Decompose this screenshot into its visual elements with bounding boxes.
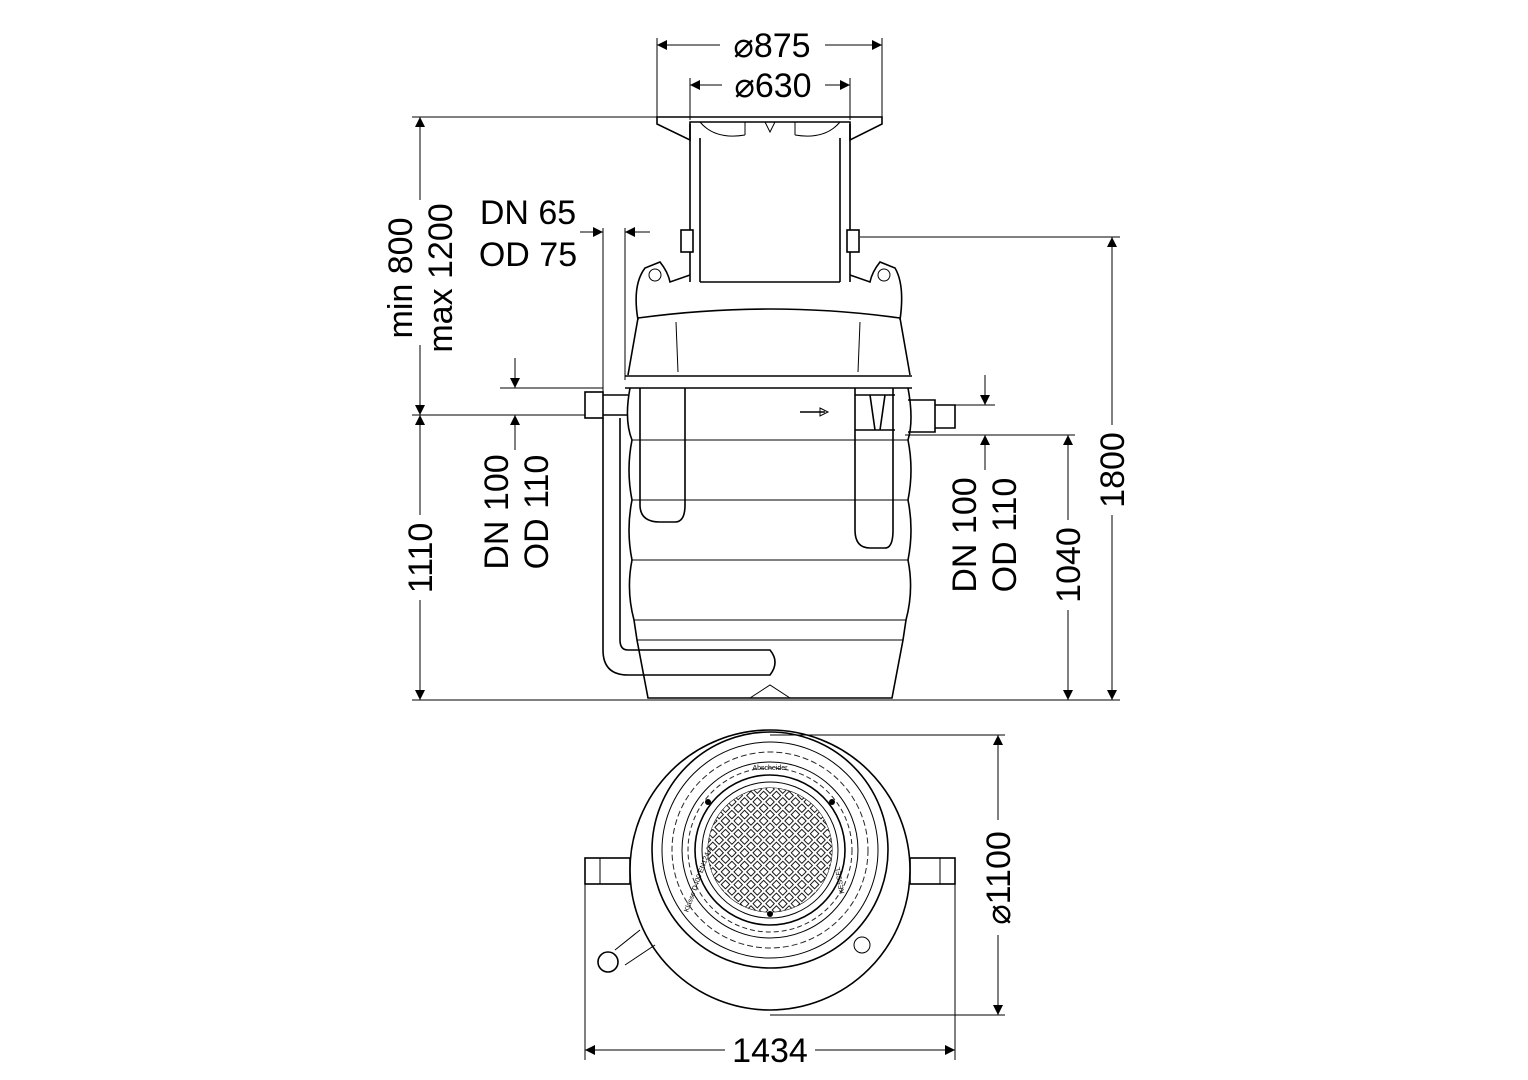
stub-socket-lines xyxy=(599,858,941,884)
lifting-eye-right xyxy=(877,268,891,282)
sample-port xyxy=(853,936,871,954)
dim-vent-od: OD 75 xyxy=(479,236,577,274)
cover-ring xyxy=(661,741,879,959)
cover-extension-lines xyxy=(656,38,883,120)
cover-slot-ring-outer xyxy=(671,751,869,949)
outlet-socket xyxy=(908,399,956,433)
dim-outlet-height: 1040 xyxy=(1050,527,1088,603)
inlet-stub-top xyxy=(584,857,631,885)
cover-ring-inner xyxy=(681,761,859,939)
tank-upper-ribs xyxy=(675,321,861,373)
dim-inlet-height: 1110 xyxy=(402,523,440,594)
tank-shoulder xyxy=(637,308,901,319)
lid-bolt-icon xyxy=(829,799,835,805)
tank-base-notch xyxy=(749,684,791,699)
top-view: Abscheider Klasse D400 EN124-2 KESSEL xyxy=(584,729,1005,1060)
riser-clamp-left xyxy=(680,229,694,253)
outlet-reference-lines xyxy=(905,404,1075,436)
grating-pattern xyxy=(708,788,832,912)
tank-flange xyxy=(625,375,912,389)
side-view xyxy=(584,116,956,699)
dim-outlet-dn: DN 100 xyxy=(946,477,984,592)
dim-outer-cover: ⌀875 xyxy=(733,27,810,65)
lid-inner-edge xyxy=(701,781,839,919)
riser-pipe xyxy=(689,124,851,283)
lid-bolt-icon xyxy=(767,911,773,917)
lid-bolt-icon xyxy=(705,799,711,805)
cover-label: Abscheider xyxy=(752,765,788,772)
lid-edge xyxy=(694,774,846,926)
outlet-baffle xyxy=(854,388,894,549)
horizontal-reference-lines xyxy=(412,116,1120,701)
dim-body-diameter: ⌀1100 xyxy=(980,831,1018,925)
dim-inlet-dn: DN 100 xyxy=(478,454,516,569)
inlet-baffle xyxy=(639,388,686,523)
riser-clamp-right xyxy=(846,229,860,253)
inlet-pipe xyxy=(603,394,628,416)
flow-arrow-icon xyxy=(819,407,830,417)
dimension-lines xyxy=(412,38,1120,701)
vent-pipe xyxy=(602,418,776,676)
dim-inlet-od: OD 110 xyxy=(518,455,556,570)
dimension-labels: ⌀875 ⌀630 min 800 max 1200 DN 65 OD 75 1… xyxy=(382,27,1132,1070)
dim-vent-dn: DN 65 xyxy=(480,194,576,232)
cover-brand: KESSEL xyxy=(835,866,847,894)
dim-inner-cover: ⌀630 xyxy=(734,67,811,105)
outlet-baffle-detail xyxy=(855,394,895,431)
tank-body-ribs xyxy=(632,439,908,641)
vent-pipe-top xyxy=(614,929,656,966)
cover-frame-detail xyxy=(699,121,841,137)
inlet-socket xyxy=(584,391,604,419)
cover-slot-ring-inner xyxy=(687,767,853,933)
dim-min-depth: min 800 xyxy=(382,218,420,339)
top-view-extension-lines xyxy=(584,734,1005,1060)
cover-frame xyxy=(656,116,883,142)
tank-dome xyxy=(635,261,903,321)
dim-total-width: 1434 xyxy=(732,1032,808,1070)
lifting-eye-left xyxy=(648,268,662,282)
vent-reference-lines xyxy=(602,228,626,392)
dim-max-depth: max 1200 xyxy=(422,203,460,352)
tank-body xyxy=(626,387,912,699)
tank-upper-wall xyxy=(627,317,911,376)
outlet-stub-top xyxy=(909,857,956,885)
dim-outlet-od: OD 110 xyxy=(986,478,1024,593)
vent-connection xyxy=(597,951,619,973)
dim-total-height: 1800 xyxy=(1094,432,1132,508)
